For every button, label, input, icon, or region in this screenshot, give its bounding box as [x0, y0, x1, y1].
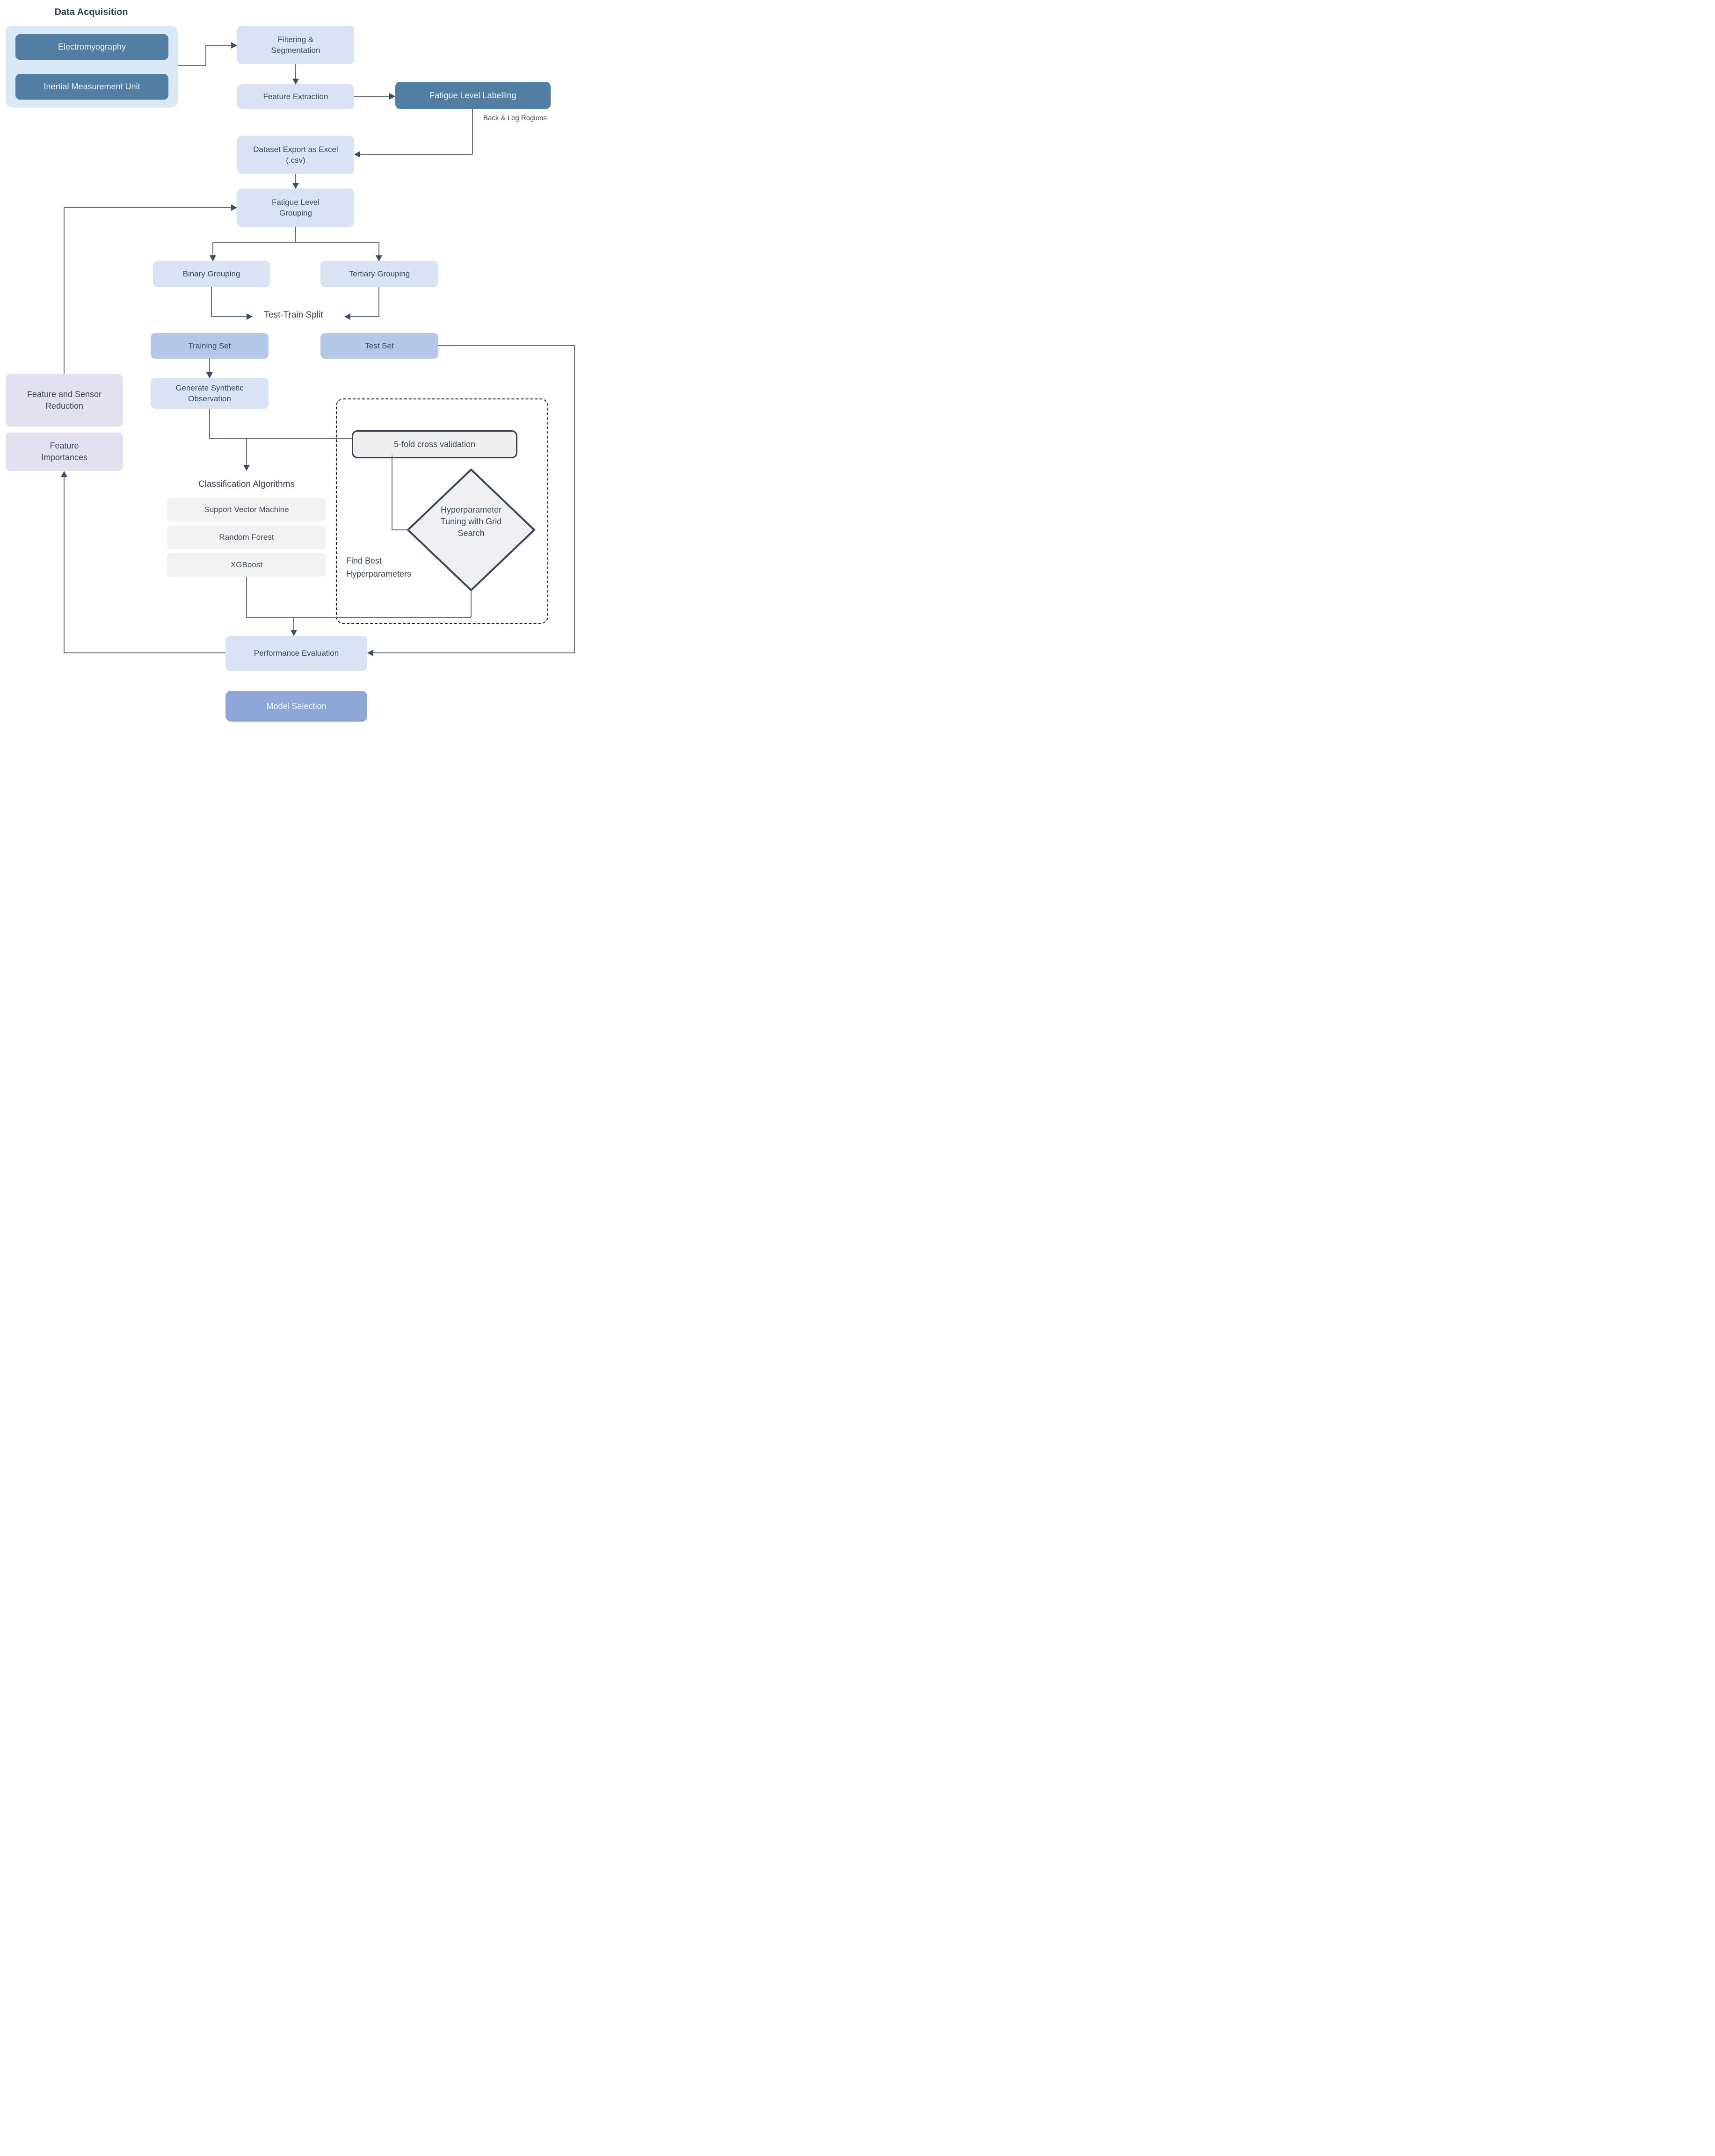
edge-grouping-split-seg1: [295, 227, 296, 242]
edge-reduction-grouping-seg2: [64, 207, 231, 208]
node-label: Binary Grouping: [182, 269, 240, 279]
node-label: Model Selection: [266, 701, 327, 711]
edge-gso-fivefold-seg2: [209, 438, 352, 439]
arrowhead-into-tts-left: [247, 313, 253, 320]
node-binary-grouping: Binary Grouping: [153, 261, 270, 287]
diagram-title: Data Acquisition: [54, 7, 128, 17]
node-label: Support Vector Machine: [204, 505, 289, 514]
edge-perf-importances-seg1: [64, 652, 225, 653]
edge-acquisition-filtering-seg1: [178, 65, 206, 66]
flowchart-canvas: Data Acquisition Electromyography Inerti…: [0, 0, 579, 728]
node-test-set: Test Set: [320, 333, 438, 359]
node-feature-extraction: Feature Extraction: [237, 84, 354, 109]
edge-tertiary-tts-seg2: [350, 316, 379, 317]
edge-reduction-grouping-seg1: [64, 207, 65, 374]
node-filtering-segmentation: Filtering & Segmentation: [237, 26, 354, 64]
edge-into-perf-top: [293, 617, 294, 631]
edge-filtering-featureextraction: [295, 64, 296, 80]
edge-grouping-split-seg2: [212, 242, 379, 243]
edge-labelling-datasetexport-seg2: [360, 154, 472, 155]
node-tertiary-grouping: Tertiary Grouping: [320, 261, 438, 287]
edge-xgboost-perf: [246, 577, 247, 617]
node-fatigue-level-grouping: Fatigue Level Grouping: [237, 188, 354, 227]
node-training-set: Training Set: [151, 333, 269, 359]
edge-datasetexport-grouping: [295, 174, 296, 184]
edge-binary-tts-seg2: [211, 316, 247, 317]
edge-gso-classification: [246, 438, 247, 465]
node-xgboost: XGBoost: [167, 553, 326, 577]
node-model-selection: Model Selection: [225, 691, 367, 722]
edge-binary-tts-seg1: [211, 287, 212, 317]
arrowhead-into-labelling: [389, 93, 395, 100]
node-support-vector-machine: Support Vector Machine: [167, 498, 326, 521]
node-label: Fatigue Level Grouping: [271, 197, 320, 217]
node-random-forest: Random Forest: [167, 526, 326, 549]
node-label: Generate Synthetic Observation: [175, 383, 244, 403]
arrowhead-into-filtering: [231, 42, 237, 49]
edge-labelling-datasetexport-seg1: [472, 109, 473, 154]
node-label: Dataset Export as Excel (.csv): [253, 145, 338, 165]
arrowhead-into-binary: [210, 255, 216, 261]
edge-tertiary-tts-seg1: [378, 287, 379, 317]
node-fatigue-level-labelling: Fatigue Level Labelling: [395, 82, 551, 109]
edge-diamond-perf-seg2: [246, 617, 471, 618]
node-feature-sensor-reduction: Feature and Sensor Reduction: [6, 374, 123, 427]
node-feature-importances: Feature Importances: [6, 433, 123, 471]
arrowhead-into-dataset-export: [354, 151, 360, 158]
node-label: Filtering & Segmentation: [271, 35, 320, 55]
node-label: Hyperparameter Tuning with Grid Search: [440, 505, 502, 538]
arrowhead-into-classification: [243, 465, 250, 471]
test-train-split-label: Test-Train Split: [264, 310, 323, 320]
node-label: Fatigue Level Labelling: [429, 90, 516, 100]
edge-grouping-tertiary: [378, 242, 379, 256]
edge-acquisition-filtering-seg2: [205, 45, 206, 66]
arrowhead-into-tertiary: [376, 255, 382, 261]
edge-fivefold-diamond-seg2: [392, 529, 409, 530]
edge-test-perf-seg2: [574, 345, 575, 653]
edge-test-perf-seg1: [438, 345, 574, 346]
edge-acquisition-filtering-seg3: [206, 45, 231, 46]
edge-perf-importances-seg2: [64, 476, 65, 653]
node-label: Performance Evaluation: [254, 649, 339, 658]
arrowhead-into-grouping-left: [231, 204, 237, 211]
hyperparameter-tuning-region: [336, 398, 548, 624]
node-hyperparameter-tuning: Hyperparameter Tuning with Grid Search: [429, 504, 513, 540]
arrowhead-into-feature-importances: [61, 471, 67, 477]
edge-featureextraction-labelling: [354, 96, 389, 97]
node-five-fold-cross-validation: 5-fold cross validation: [352, 430, 517, 458]
node-dataset-export: Dataset Export as Excel (.csv): [237, 136, 354, 174]
edge-training-gso: [209, 359, 210, 373]
node-label: Random Forest: [219, 533, 274, 542]
edge-diamond-perf-seg1: [471, 589, 472, 617]
arrowhead-into-grouping: [292, 183, 299, 189]
arrowhead-into-gso: [206, 372, 213, 378]
node-electromyography: Electromyography: [15, 34, 168, 60]
node-generate-synthetic-observation: Generate Synthetic Observation: [151, 378, 269, 409]
node-inertial-measurement-unit: Inertial Measurement Unit: [15, 74, 168, 100]
node-label: Inertial Measurement Unit: [44, 82, 140, 92]
edge-test-perf-seg3: [373, 652, 574, 653]
arrowhead-into-tts-right: [344, 313, 350, 320]
edge-grouping-binary: [212, 242, 213, 256]
back-leg-regions-label: Back & Leg Regions: [483, 114, 547, 122]
node-label: Feature and Sensor Reduction: [27, 390, 102, 411]
arrowhead-into-perf-top: [291, 630, 297, 636]
node-label: Electromyography: [58, 42, 126, 52]
arrowhead-into-perf-right: [367, 650, 373, 656]
node-label: Tertiary Grouping: [349, 269, 410, 279]
node-performance-evaluation: Performance Evaluation: [225, 636, 367, 671]
node-label: XGBoost: [230, 560, 263, 570]
arrowhead-into-feature-extraction: [292, 79, 299, 85]
node-label: Feature Extraction: [263, 92, 328, 101]
node-label: 5-fold cross validation: [393, 439, 476, 449]
node-label: Training Set: [188, 341, 231, 350]
node-label: Test Set: [365, 341, 394, 350]
edge-gso-fivefold-seg1: [209, 409, 210, 439]
node-label: Feature Importances: [41, 441, 88, 462]
find-best-hyperparameters-label: Find Best Hyperparameters: [346, 556, 412, 579]
classification-algorithms-label: Classification Algorithms: [198, 479, 295, 489]
